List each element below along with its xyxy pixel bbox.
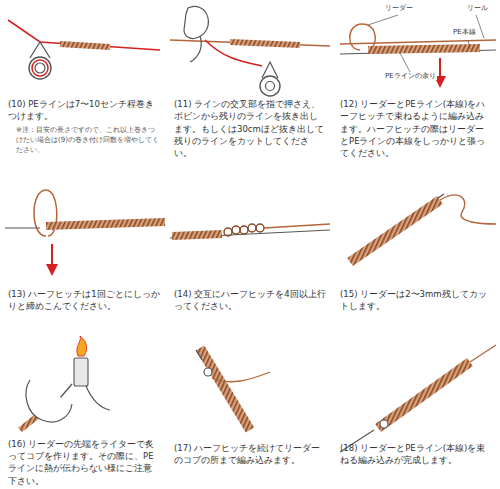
- step-caption: (18) リーダーとPEライン(本線)を束ねる編み込みが完成します。: [340, 442, 492, 467]
- step-caption: (11) ラインの交叉部を指で押さえ、ボビンから残りのラインを抜き出します。もし…: [174, 98, 326, 160]
- panel-11-art: [170, 6, 330, 96]
- part-label: リーダー: [384, 4, 414, 12]
- panel-16-art: [20, 336, 110, 430]
- panel-17-art: [196, 348, 270, 430]
- panel-13-art: [5, 190, 165, 270]
- step-note: ※注：目安の長さですので、これ以上巻きつけたい場合は(9)の巻き付け回数を増やし…: [16, 126, 160, 155]
- part-label: PE本線: [452, 28, 477, 36]
- part-label: PEラインの余り: [384, 72, 437, 80]
- step-caption: (17) ハーフヒッチを続けてリーダーのコブの所まで編み込みます。: [174, 442, 326, 467]
- panel-14-art: [170, 224, 330, 238]
- panel-10-art: [8, 20, 160, 79]
- panel-18-art: [340, 345, 496, 452]
- part-label: リール: [466, 4, 489, 12]
- step-caption: (13) ハーフヒッチは1回ごとにしっかりと締めこんでください。: [8, 288, 160, 313]
- step-caption: (10) PEラインは7〜10センチ程巻きつけます。: [8, 98, 160, 123]
- step-caption: (16) リーダーの先端をライターで炙ってコブを作ります。その際に、PEラインに…: [8, 438, 160, 487]
- panel-15-art: [350, 194, 496, 262]
- step-caption: (12) リーダーとPEライン(本線)をハーフヒッチで束ねるように編み込みます。…: [340, 98, 492, 160]
- step-caption: (15) リーダーは2〜3mm残してカットします。: [340, 288, 492, 313]
- step-caption: (14) 交互にハーフヒッチを4回以上行ってください。: [174, 288, 326, 313]
- panel-12-art: [340, 15, 496, 82]
